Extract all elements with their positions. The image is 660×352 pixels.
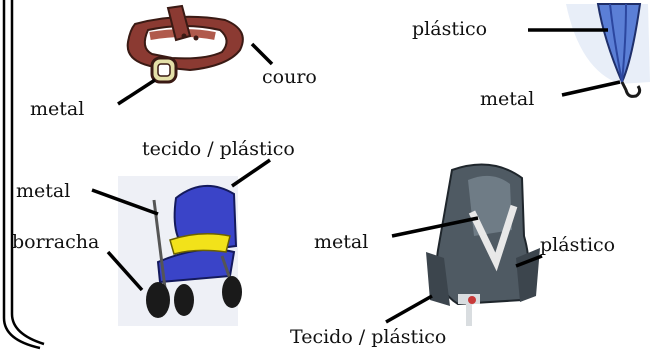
label-carseat-plastic: plástico: [540, 234, 616, 256]
leader-carseat-metal: [391, 216, 479, 238]
leader-stroller-rubber: [106, 250, 144, 292]
frame-border: [2, 0, 45, 350]
car-seat-icon: [426, 163, 540, 326]
label-stroller-metal: metal: [16, 180, 71, 202]
leader-stroller-metal: [91, 188, 159, 216]
leader-belt-leather: [250, 42, 274, 66]
stroller-icon: [118, 176, 242, 326]
leader-carseat-fabric: [385, 294, 433, 324]
umbrella-icon: [566, 3, 650, 98]
leader-umbrella-metal: [561, 80, 621, 97]
label-stroller-rubber: borracha: [12, 231, 100, 253]
label-carseat-fabric-plastic: Tecido / plástico: [290, 326, 447, 348]
belt-icon: [126, 4, 244, 84]
leader-stroller-fabric: [231, 158, 271, 188]
label-stroller-fabric-plastic: tecido / plástico: [142, 138, 295, 160]
leader-belt-metal: [117, 78, 156, 106]
label-carseat-metal: metal: [314, 231, 369, 253]
label-belt-metal: metal: [30, 98, 85, 120]
label-umbrella-plastic: plástico: [412, 18, 488, 40]
label-belt-leather: couro: [262, 66, 317, 88]
label-umbrella-metal: metal: [480, 88, 535, 110]
leader-carseat-plastic: [515, 254, 543, 268]
